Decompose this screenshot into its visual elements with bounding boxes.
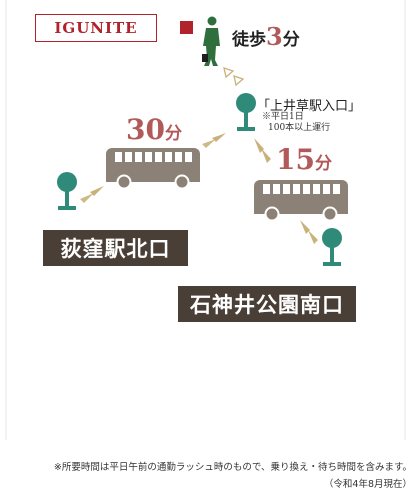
destination-ogikubo-label: 荻窪駅北口 bbox=[60, 236, 171, 261]
arrow-left-1 bbox=[202, 133, 226, 148]
destination-shakujii-label: 石神井公園南口 bbox=[190, 292, 344, 317]
bus-stop-icon bbox=[236, 93, 256, 131]
bus-icon-left bbox=[106, 148, 200, 190]
origin-marker bbox=[180, 21, 193, 34]
arrow-right-2 bbox=[300, 220, 318, 244]
walk-arrows bbox=[223, 67, 245, 87]
bus-stop-icon-shakujii bbox=[322, 228, 342, 266]
route-left-number: 30 bbox=[126, 113, 165, 146]
arrow-left-2 bbox=[80, 186, 104, 203]
walk-time: 徒歩3分 bbox=[232, 22, 300, 51]
arrow-right-1 bbox=[254, 138, 271, 163]
bus-stop-note: ※平日1日 100本以上運行 bbox=[262, 112, 330, 134]
origin-label-text: IGUNITE bbox=[54, 19, 138, 37]
destination-ogikubo: 荻窪駅北口 bbox=[43, 230, 188, 266]
origin-label: IGUNITE bbox=[35, 14, 157, 42]
route-left-unit: 分 bbox=[164, 124, 182, 144]
route-right-unit: 分 bbox=[314, 154, 332, 174]
destination-shakujii: 石神井公園南口 bbox=[178, 286, 356, 322]
walk-number: 3 bbox=[266, 22, 283, 51]
bus-stop-note-line1: ※平日1日 bbox=[262, 112, 304, 122]
bus-stop-icon-ogikubo bbox=[57, 172, 77, 210]
footnote: ※所要時間は平日午前の通勤ラッシュ時のもので、乗り換え・待ち時間を含みます。 bbox=[53, 462, 412, 473]
walk-prefix: 徒歩 bbox=[232, 30, 266, 50]
bus-icon-right bbox=[254, 180, 348, 222]
route-right-number: 15 bbox=[276, 143, 315, 176]
route-left-time: 30分 bbox=[126, 113, 182, 146]
bus-stop-note-line2: 100本以上運行 bbox=[268, 123, 331, 133]
walking-person-icon bbox=[202, 16, 220, 66]
footnote-date: （令和4年8月現在） bbox=[323, 479, 412, 490]
walk-unit: 分 bbox=[282, 30, 300, 50]
bus-stop-name: 「上井草駅入口」 bbox=[257, 99, 362, 114]
route-right-time: 15分 bbox=[276, 143, 332, 176]
